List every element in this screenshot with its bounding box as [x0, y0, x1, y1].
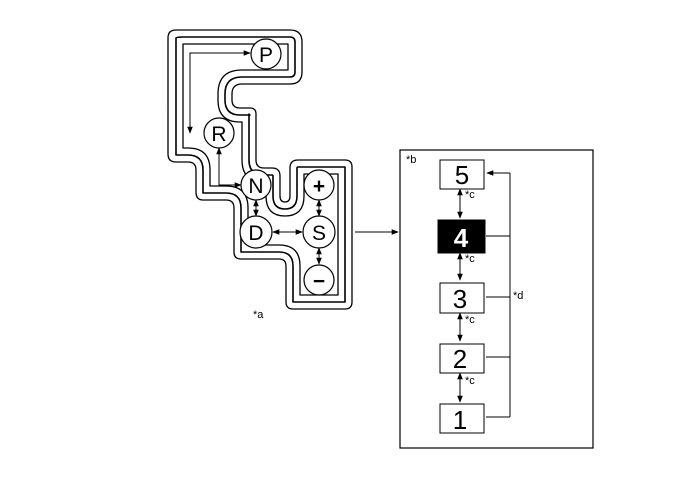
- gear-label-5: 5: [455, 160, 469, 190]
- shift-gate-callout: *a: [253, 309, 264, 321]
- position-minus: −: [303, 264, 335, 296]
- position-r: R: [203, 117, 235, 149]
- position-s: S: [302, 215, 336, 249]
- position-d-label: D: [248, 222, 263, 245]
- position-d: D: [239, 215, 273, 249]
- range-label: *d: [513, 290, 523, 302]
- position-minus-label: −: [313, 270, 325, 293]
- gear-box-1: 1: [439, 403, 485, 435]
- gear-box-5: 5: [439, 159, 485, 190]
- gear-label-1: 1: [453, 405, 467, 435]
- position-plus: +: [303, 169, 335, 201]
- position-n: N: [240, 169, 272, 201]
- position-p-label: P: [259, 44, 273, 67]
- position-p: P: [250, 38, 282, 70]
- step-label-4-3: *c: [465, 253, 475, 265]
- gear-box-4-selected: 4: [437, 219, 486, 254]
- gear-box-2: 2: [439, 343, 485, 374]
- range-bracket: [486, 170, 511, 418]
- position-r-label: R: [211, 123, 226, 146]
- position-plus-label: +: [313, 175, 325, 198]
- step-label-5-4: *c: [465, 189, 475, 201]
- gear-panel: [399, 149, 594, 449]
- gear-panel-callout: *b: [406, 154, 416, 166]
- gear-label-2: 2: [453, 344, 467, 374]
- gear-label-4: 4: [454, 223, 469, 253]
- step-label-2-1: *c: [465, 375, 475, 387]
- position-n-label: N: [248, 175, 263, 198]
- position-s-label: S: [312, 222, 326, 245]
- step-label-3-2: *c: [465, 314, 475, 326]
- gear-label-3: 3: [453, 284, 467, 314]
- gear-box-3: 3: [439, 282, 485, 314]
- shift-paths: [187, 50, 322, 265]
